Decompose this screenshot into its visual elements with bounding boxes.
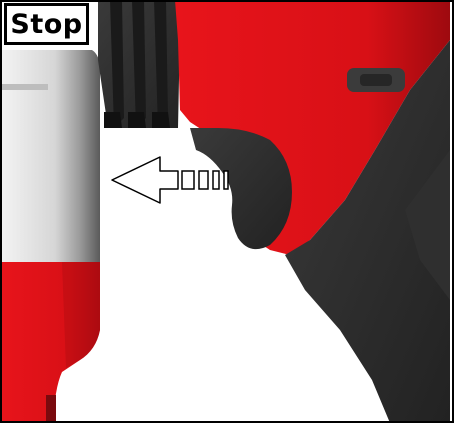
stop-label: Stop bbox=[10, 11, 82, 38]
dark-ribbed-neck bbox=[98, 0, 190, 128]
left-arrow-icon bbox=[112, 157, 228, 203]
left-tool-body bbox=[0, 50, 100, 423]
stop-badge: Stop bbox=[4, 3, 89, 45]
